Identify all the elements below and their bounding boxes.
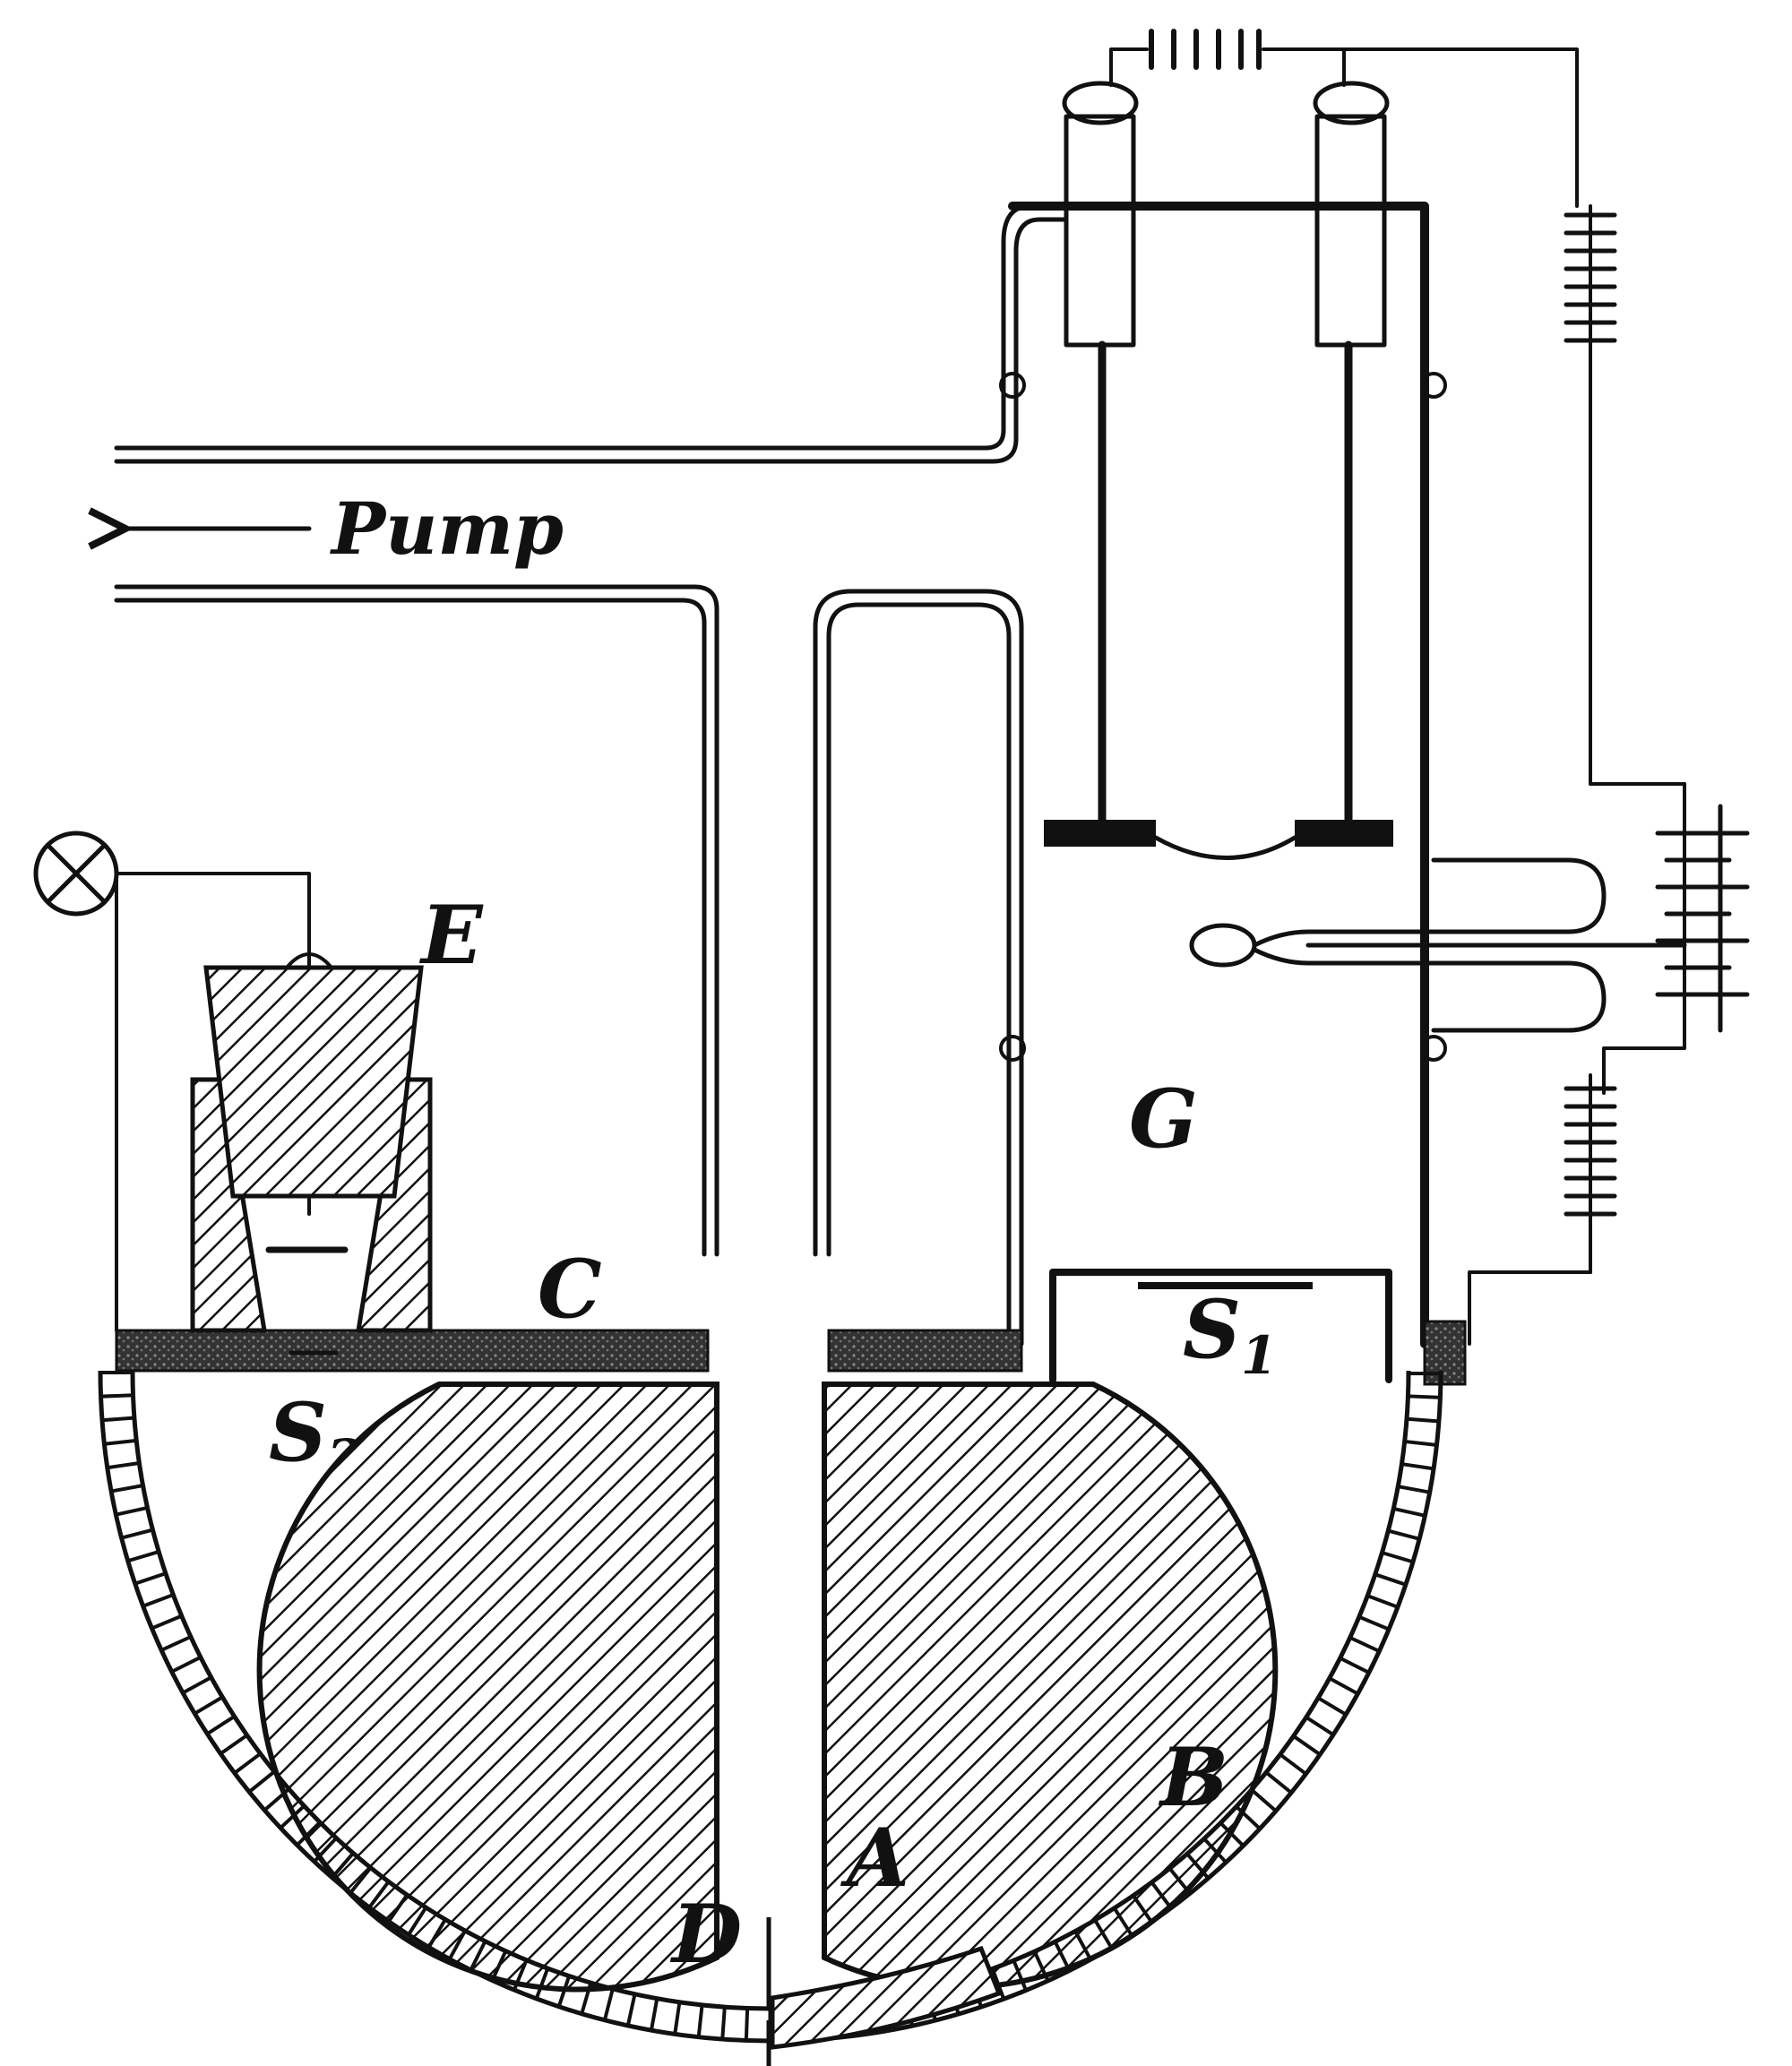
label-G: G [1129, 1072, 1198, 1166]
pump-label: Pump [330, 486, 564, 571]
label-C: C [538, 1242, 602, 1337]
label-B: B [1158, 1730, 1228, 1825]
right-battery-lower [1468, 1073, 1617, 1346]
plate-C-right [827, 1329, 1023, 1373]
filament-loop [1189, 857, 1687, 1033]
right-battery-side [1602, 782, 1750, 1095]
slit-chamber [1049, 1269, 1392, 1383]
label-S1: S1 [1183, 1282, 1277, 1386]
label-A: A [840, 1811, 909, 1906]
electrode-housing [999, 81, 1447, 1348]
plate-A [770, 1945, 1003, 2050]
right-cathode-plate [1295, 820, 1393, 847]
top-battery [1109, 29, 1579, 208]
left-cathode-plate [1044, 820, 1156, 847]
right-battery-upper [1564, 204, 1686, 786]
magnet-pole-left [256, 1382, 719, 1993]
electrode-E [33, 831, 433, 1356]
label-D: D [669, 1887, 742, 1982]
plate-C [115, 1329, 710, 1373]
label-E: E [418, 888, 484, 983]
